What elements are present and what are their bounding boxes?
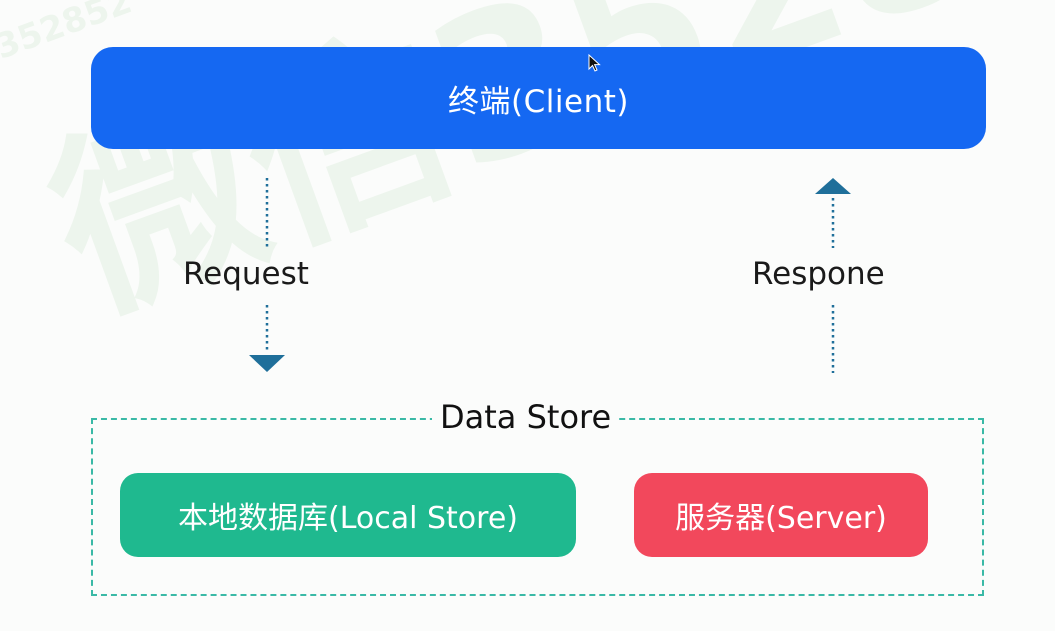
request-arrow	[249, 178, 285, 372]
data-store-title: Data Store	[432, 398, 620, 436]
server-node: 服务器(Server)	[634, 473, 928, 557]
request-arrow-head-icon	[249, 355, 285, 372]
client-node-label: 终端(Client)	[448, 83, 629, 120]
response-label: Respone	[752, 256, 885, 292]
request-label: Request	[183, 256, 309, 292]
local-store-node: 本地数据库(Local Store)	[120, 473, 576, 557]
client-node: 终端(Client)	[91, 47, 986, 149]
mouse-cursor-icon	[588, 54, 601, 72]
response-arrow-head-icon	[815, 178, 851, 194]
server-label: 服务器(Server)	[675, 501, 887, 536]
response-arrow	[815, 178, 851, 373]
local-store-label: 本地数据库(Local Store)	[178, 501, 518, 536]
